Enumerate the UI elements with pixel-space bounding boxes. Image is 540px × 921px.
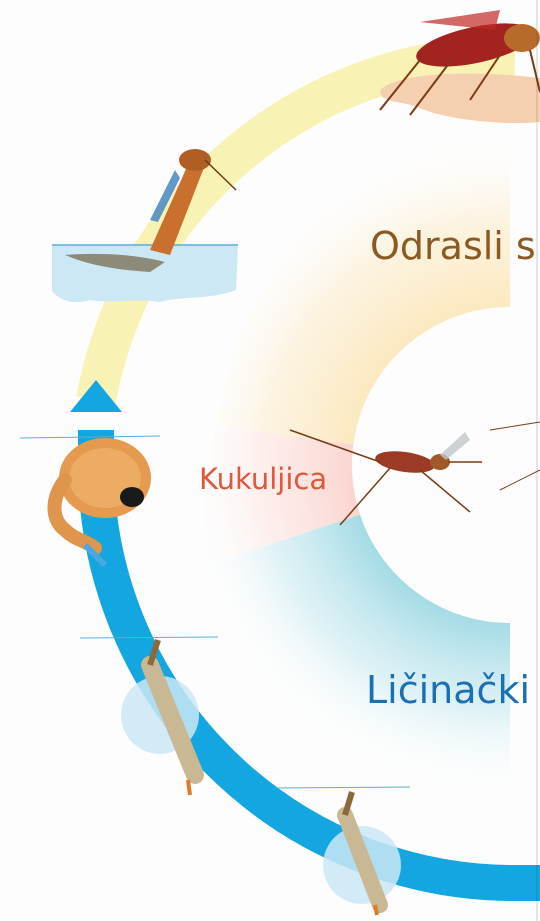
larva-illustration-1 — [80, 637, 218, 795]
larva-stage-label: Ličinački — [366, 668, 530, 712]
pupa-stage-label: Kukuljica — [199, 462, 327, 496]
pupa-illustration — [20, 436, 160, 565]
adult-stage-label: Odrasli s — [370, 224, 536, 268]
